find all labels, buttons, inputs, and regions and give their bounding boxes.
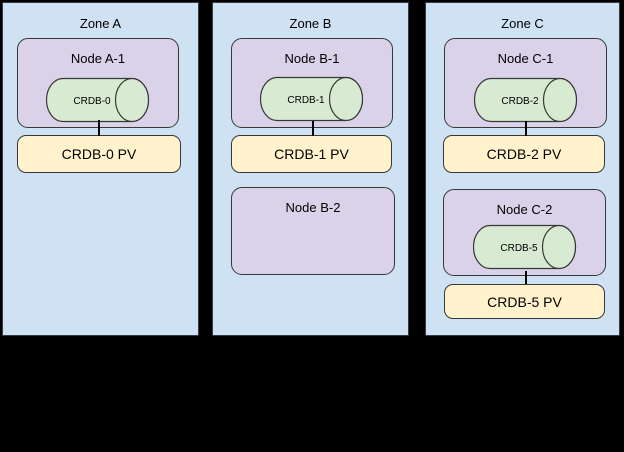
crdb-1-pv-label: CRDB-1 PV — [274, 146, 349, 162]
crdb-2-db-cylinder-icon: CRDB-2 — [474, 77, 578, 123]
crdb-5-db-cylinder-icon: CRDB-5 — [473, 224, 577, 270]
crdb-1-pv: CRDB-1 PV — [231, 135, 392, 173]
node-b-1: Node B-1 CRDB-1 — [231, 38, 393, 128]
node-b-2: Node B-2 — [231, 187, 395, 275]
crdb-2-pv-connector-line — [525, 121, 527, 136]
crdb-0-pv-connector-line — [98, 120, 100, 136]
crdb-0-db-cylinder-icon: CRDB-0 — [46, 77, 150, 123]
crdb-0-pv: CRDB-0 PV — [17, 135, 181, 173]
crdb-5-pv-connector-line — [525, 271, 527, 284]
crdb-0-db-label: CRDB-0 — [73, 96, 111, 107]
node-b-2-label: Node B-2 — [285, 200, 341, 215]
zone-a-label: Zone A — [79, 16, 122, 31]
crdb-2-db-label: CRDB-2 — [501, 96, 539, 107]
node-b-1-label: Node B-1 — [284, 51, 340, 66]
zone-b-label: Zone B — [289, 16, 332, 31]
node-c-1: Node C-1 CRDB-2 — [444, 38, 607, 128]
node-c-2: Node C-2 CRDB-5 — [443, 189, 606, 276]
zone-c-label: Zone C — [501, 16, 544, 31]
crdb-5-db-label: CRDB-5 — [500, 243, 538, 254]
node-a-1: Node A-1 CRDB-0 — [17, 38, 179, 128]
crdb-1-db-cylinder-icon: CRDB-1 — [260, 76, 364, 122]
node-c-1-label: Node C-1 — [497, 51, 554, 66]
crdb-2-pv: CRDB-2 PV — [443, 135, 605, 173]
crdb-5-pv-label: CRDB-5 PV — [487, 293, 562, 310]
crdb-1-pv-connector-line — [312, 121, 314, 136]
crdb-0-pv-label: CRDB-0 PV — [61, 146, 137, 162]
crdb-5-pv: CRDB-5 PV — [444, 284, 605, 319]
node-c-2-label: Node C-2 — [496, 202, 553, 217]
crdb-2-pv-label: CRDB-2 PV — [486, 146, 562, 162]
zone-a: Zone A Node A-1 CRDB-0 CRDB-0 PV — [2, 2, 199, 336]
node-a-1-label: Node A-1 — [70, 51, 126, 66]
zone-b: Zone B Node B-1 CRDB-1 CRDB-1 PV Node B-… — [212, 2, 409, 336]
crdb-1-db-label: CRDB-1 — [287, 95, 325, 106]
zone-c: Zone C Node C-1 CRDB-2 CRDB-2 PV Node C-… — [425, 2, 620, 336]
